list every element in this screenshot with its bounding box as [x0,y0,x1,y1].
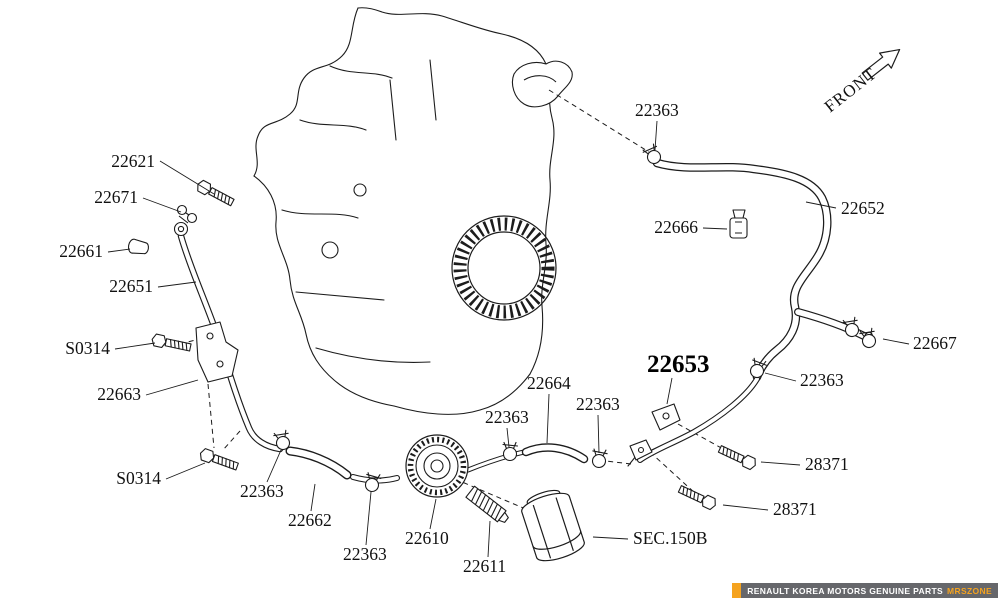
bolt-s0314-2 [197,447,240,473]
part-label-22666[interactable]: 22666 [654,217,698,237]
oil-filter-drawing [521,489,585,562]
part-label-22667[interactable]: 22667 [913,333,957,353]
hose-22652-drawing [652,158,868,382]
watermark-text: RENAULT KOREA MOTORS GENUINE PARTS [747,585,944,596]
front-label: FRONT [821,64,881,116]
oil-pipe-22651-drawing [173,221,284,453]
hose-22662-drawing [285,446,400,484]
part-label-22363-5[interactable]: 22363 [800,370,844,390]
part-label-22610[interactable]: 22610 [405,528,449,548]
part-label-22363-4[interactable]: 22363 [576,394,620,414]
part-label-28371-1[interactable]: 28371 [805,454,849,474]
part-label-28371-2[interactable]: 28371 [773,499,817,519]
top-bracket-drawing [511,60,573,108]
clamp-22363-4 [590,448,609,469]
clip-22666-drawing [729,209,748,239]
part-label-22663[interactable]: 22663 [97,384,141,404]
part-label-22363-1[interactable]: 22363 [240,481,284,501]
part-label-22363-2[interactable]: 22363 [343,544,387,564]
part-label-22611[interactable]: 22611 [463,556,506,576]
part-label-22651[interactable]: 22651 [109,276,153,296]
front-arrow-icon [861,48,901,81]
bolt-28371-1 [716,442,759,472]
part-label-22363-6[interactable]: 22363 [635,100,679,120]
clamp-22363-3 [502,441,519,462]
part-label-22671[interactable]: 22671 [94,187,138,207]
part-label-s0314-1[interactable]: S0314 [65,338,110,358]
watermark-body: RENAULT KOREA MOTORS GENUINE PARTS MRSZO… [741,583,998,598]
bolt-22621 [194,178,236,209]
callout-labels: 22621 22671 22661 22651 S0314 22663 S031… [59,100,957,576]
part-label-22621[interactable]: 22621 [111,151,155,171]
part-label-22653[interactable]: 22653 [647,351,710,378]
bell-housing-drawing [451,215,557,321]
plug-22661-drawing [127,238,150,255]
bolt-28371-2 [676,482,719,512]
bracket-22671-drawing [176,204,198,224]
part-label-22661[interactable]: 22661 [59,241,103,261]
oil-cooler-22610-drawing [405,434,469,498]
part-label-22652[interactable]: 22652 [841,198,885,218]
leader-lines [107,120,910,558]
connector-22611-drawing [465,485,509,523]
part-label-22662[interactable]: 22662 [288,510,332,530]
watermark-bar: RENAULT KOREA MOTORS GENUINE PARTS MRSZO… [732,583,998,598]
part-label-22363-3[interactable]: 22363 [485,407,529,427]
part-label-sec150b[interactable]: SEC.150B [633,528,707,548]
bolt-s0314-1 [150,332,193,354]
watermark-brand[interactable]: MRSZONE [947,585,992,596]
part-label-s0314-2[interactable]: S0314 [116,468,161,488]
oil-pipe-22653-drawing [627,376,760,467]
part-label-22664[interactable]: 22664 [527,373,571,393]
engine-outline-drawing [253,7,555,415]
bracket-22663-drawing [195,321,239,383]
watermark-accent-square [732,583,742,598]
hose-22664-drawing [465,443,589,473]
dashed-reference-lines [179,89,735,511]
